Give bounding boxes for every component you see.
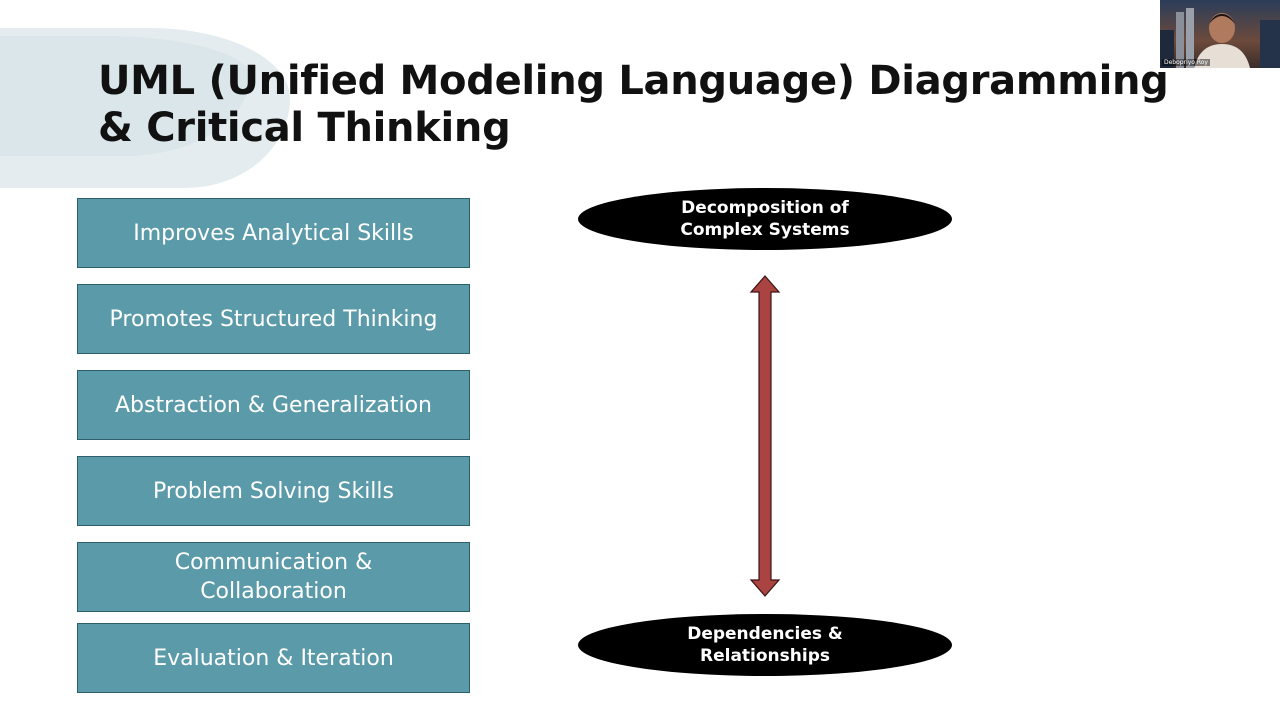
benefit-box-abstraction: Abstraction & Generalization <box>77 370 470 440</box>
double-arrow-shape <box>749 275 781 597</box>
ellipse-decomposition-label: Decomposition of Complex Systems <box>680 198 850 240</box>
benefit-box-analytical: Improves Analytical Skills <box>77 198 470 268</box>
participant-video-tile[interactable]: Debopriyo Roy <box>1160 0 1280 68</box>
ellipse-dependencies: Dependencies & Relationships <box>578 614 952 676</box>
benefit-box-communication: Communication & Collaboration <box>77 542 470 612</box>
ellipse-dependencies-label: Dependencies & Relationships <box>687 624 843 666</box>
benefit-box-problem-solving: Problem Solving Skills <box>77 456 470 526</box>
double-arrow-icon <box>749 275 781 597</box>
ellipse-decomposition: Decomposition of Complex Systems <box>578 188 952 250</box>
participant-name: Debopriyo Roy <box>1162 59 1210 66</box>
participant-avatar-icon <box>1160 8 1280 68</box>
benefit-box-structured: Promotes Structured Thinking <box>77 284 470 354</box>
slide-title: UML (Unified Modeling Language) Diagramm… <box>98 58 1169 151</box>
benefit-box-evaluation: Evaluation & Iteration <box>77 623 470 693</box>
